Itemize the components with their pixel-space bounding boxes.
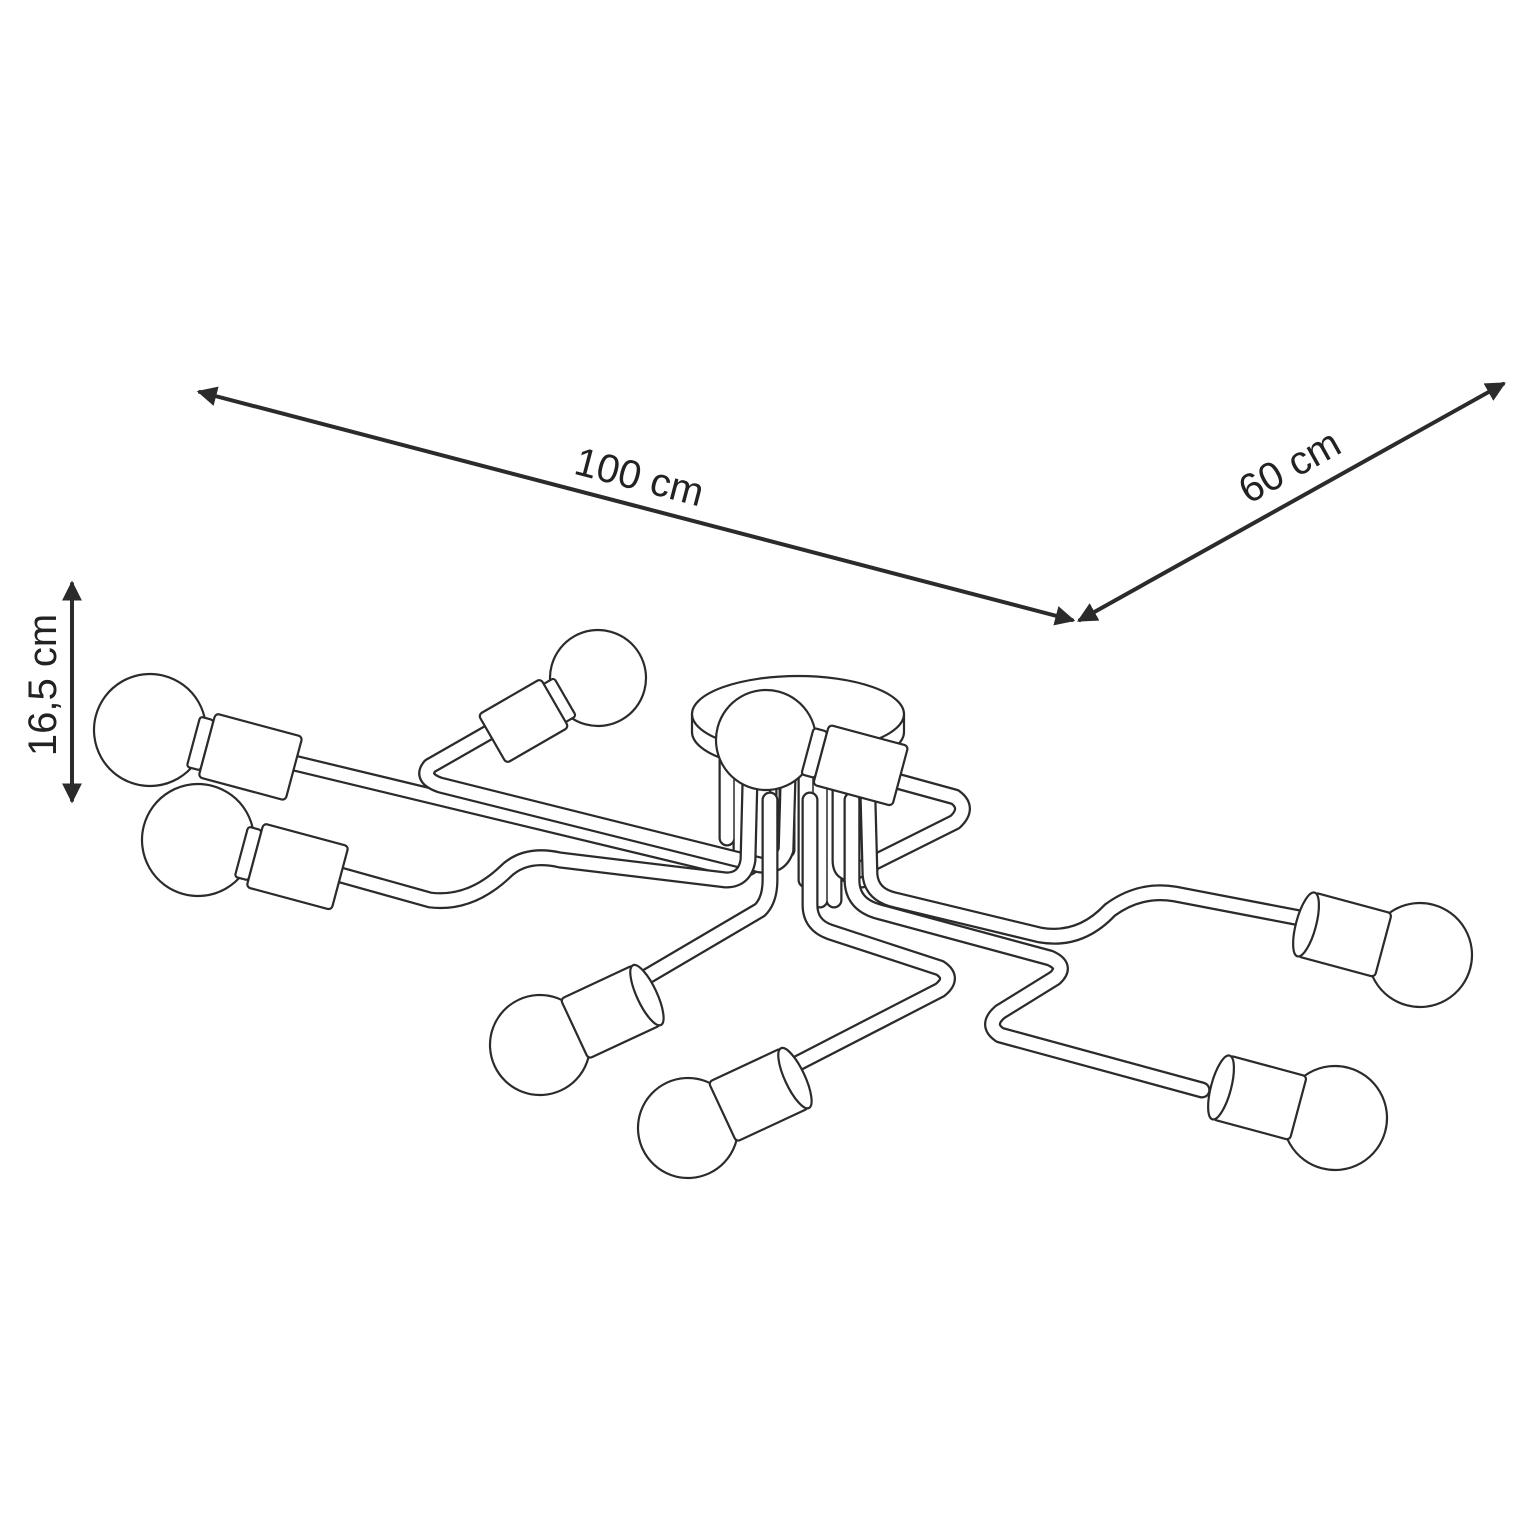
height-dimension: 16,5 cm [21,580,82,804]
lamp-head-3 [140,782,349,911]
lamp-head-7 [1207,1054,1389,1172]
lamp-arms [281,717,1309,1099]
lamp-head-4 [714,688,909,807]
width-label: 100 cm [570,440,708,516]
lamp-head-6 [636,1046,813,1180]
lamp-head-8 [1292,891,1474,1009]
depth-dimension: 60 cm [1077,382,1506,622]
width-arrow [196,386,1076,626]
lamp-head-2 [478,628,648,763]
lamp-head-5 [488,963,665,1097]
height-label: 16,5 cm [21,614,65,756]
lamp-head-1 [92,672,303,801]
lamp-illustration [92,628,1474,1180]
width-dimension: 100 cm [196,386,1076,626]
depth-arrow [1077,382,1506,622]
depth-label: 60 cm [1231,421,1348,513]
